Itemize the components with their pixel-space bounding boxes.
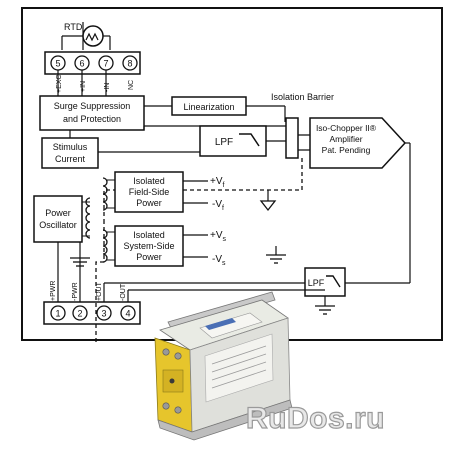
bottom-terminal-strip xyxy=(43,301,141,325)
field-coil-icon xyxy=(102,177,108,211)
field-side-power-block xyxy=(114,171,184,213)
pin-label-nc: NC xyxy=(128,80,135,90)
surge-suppression-block xyxy=(39,95,145,131)
stimulus-label-1: Stimulus xyxy=(53,142,88,152)
field-ground-icon xyxy=(259,200,277,212)
module-product-photo xyxy=(154,291,293,441)
output-lpf-block xyxy=(304,267,346,297)
system-label-2: System-Side xyxy=(123,241,174,251)
stimulus-label-2: Current xyxy=(55,154,86,164)
field-label-3: Power xyxy=(136,198,162,208)
pin-label-pwr-minus: -PWR xyxy=(72,282,79,301)
terminal-7-num: 7 xyxy=(103,59,108,69)
terminal-4: 4 xyxy=(120,305,136,321)
rail-vs-plus: +Vs xyxy=(210,230,227,243)
linearization-label: Linearization xyxy=(183,102,234,112)
terminal-3: 3 xyxy=(96,305,112,321)
system-ground-icon xyxy=(266,254,286,264)
isolation-transformer xyxy=(285,117,299,159)
pin-label-pwr-plus: +PWR xyxy=(50,281,57,301)
pin-label-out-minus: -OUT xyxy=(120,283,127,301)
pin-label-exc: +EXC xyxy=(56,75,63,93)
terminal-4-num: 4 xyxy=(125,309,130,319)
lpf-curve-icon xyxy=(239,133,260,147)
surge-label-2: and Protection xyxy=(63,114,121,124)
watermark: RuDos.ru xyxy=(246,402,385,435)
oscillator-coil-icon xyxy=(85,197,91,239)
amp-label-2: Amplifier xyxy=(329,134,362,144)
field-label-2: Field-Side xyxy=(129,187,170,197)
terminal-8-num: 8 xyxy=(127,59,132,69)
terminal-5: 5 xyxy=(50,55,66,71)
lpf-label: LPF xyxy=(215,137,233,148)
terminal-2: 2 xyxy=(72,305,88,321)
pwr-ground-icon xyxy=(70,257,90,267)
rtd-sensor: RTD xyxy=(61,22,111,50)
output-lpf-label: LPF xyxy=(308,278,325,288)
rail-vf-plus: +Vf xyxy=(210,176,225,189)
system-label-1: Isolated xyxy=(133,230,165,240)
isolation-barrier-label: Isolation Barrier xyxy=(271,92,334,102)
amp-label-1: Iso-Chopper II® xyxy=(316,123,377,133)
top-terminals: 5 6 7 8 xyxy=(50,55,138,71)
terminal-7: 7 xyxy=(98,55,114,71)
terminal-8: 8 xyxy=(122,55,138,71)
field-label-1: Isolated xyxy=(133,176,165,186)
pin-label-in-minus: -IN xyxy=(104,83,111,92)
output-ground-icon xyxy=(315,305,335,315)
output-lpf-curve-icon xyxy=(326,275,341,288)
rail-vs-minus: -Vs xyxy=(212,254,226,267)
terminal-6: 6 xyxy=(74,55,90,71)
iso-chopper-amplifier xyxy=(309,117,407,169)
bottom-terminals: 1 2 3 4 xyxy=(50,305,136,321)
terminal-1: 1 xyxy=(50,305,66,321)
top-terminal-strip xyxy=(44,51,141,75)
power-oscillator-block xyxy=(33,195,83,243)
terminal-5-num: 5 xyxy=(55,59,60,69)
pin-label-out-plus: +OUT xyxy=(96,281,103,301)
terminal-1-num: 1 xyxy=(55,309,60,319)
terminal-6-num: 6 xyxy=(79,59,84,69)
terminal-3-num: 3 xyxy=(101,309,106,319)
pin-label-in-plus: +IN xyxy=(80,81,87,92)
system-coil-icon xyxy=(102,229,108,263)
osc-label-1: Power xyxy=(45,208,71,218)
surge-label-1: Surge Suppression xyxy=(54,101,131,111)
amp-label-3: Pat. Pending xyxy=(322,145,371,155)
osc-label-2: Oscillator xyxy=(39,220,77,230)
terminal-2-num: 2 xyxy=(77,309,82,319)
isolation-barrier-line xyxy=(95,158,303,345)
rail-vf-minus: -Vf xyxy=(212,199,224,212)
rtd-label: RTD xyxy=(64,22,83,32)
system-label-3: Power xyxy=(136,252,162,262)
system-side-power-block xyxy=(114,225,184,267)
